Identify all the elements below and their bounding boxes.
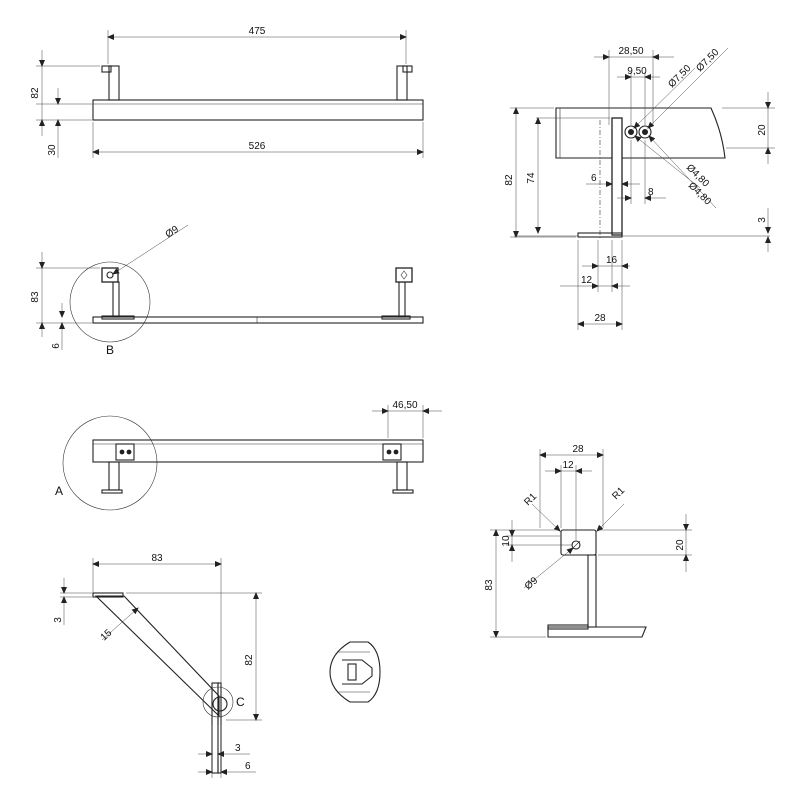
dim-6-section: 6 xyxy=(591,173,597,184)
dim-6-side: 6 xyxy=(245,761,251,772)
dim-16: 16 xyxy=(606,255,618,266)
detail-label-a: A xyxy=(55,484,63,498)
dim-83-front: 83 xyxy=(30,291,41,303)
dim-30: 30 xyxy=(47,144,58,156)
dim-15: 15 xyxy=(99,627,115,643)
dim-8-section: 8 xyxy=(648,187,654,198)
dim-d750-a: Ø7,50 xyxy=(666,63,693,90)
view-top: 475 526 82 30 xyxy=(30,26,424,158)
dim-d750-b: Ø7,50 xyxy=(694,47,721,74)
detail-label-b: B xyxy=(106,343,114,357)
dim-12-bracket: 12 xyxy=(562,460,574,471)
dim-950: 9,50 xyxy=(627,66,647,77)
dim-hole-9-bracket: Ø9 xyxy=(523,575,541,592)
dim-475: 475 xyxy=(249,26,266,37)
front-tab-right xyxy=(395,267,413,283)
detail-c-enlarged xyxy=(329,641,381,703)
dim-83-side: 83 xyxy=(151,553,163,564)
front-tab-left xyxy=(101,267,119,283)
dim-2850: 28,50 xyxy=(618,46,643,57)
detail-circle-c xyxy=(202,686,234,718)
dim-526: 526 xyxy=(249,141,266,152)
dim-hole-9: Ø9 xyxy=(164,224,182,241)
dim-6-front: 6 xyxy=(51,343,62,349)
dim-20-bracket: 20 xyxy=(675,539,686,551)
dim-10-bracket: 10 xyxy=(501,535,512,547)
dim-82-top: 82 xyxy=(30,87,41,99)
dim-r1-right: R1 xyxy=(610,485,627,502)
dim-r1-left: R1 xyxy=(522,491,539,508)
dim-82-side: 82 xyxy=(244,654,255,666)
dim-3-side-left: 3 xyxy=(53,617,64,623)
mount-post-right xyxy=(396,65,408,101)
detail-circle-b xyxy=(69,261,151,343)
dim-20-section: 20 xyxy=(757,124,768,136)
view-bracket: 28 12 R1 R1 10 20 83 Ø9 xyxy=(484,444,692,638)
detail-label-c: C xyxy=(236,695,245,709)
plan-bar xyxy=(92,439,424,463)
dim-28-section: 28 xyxy=(594,313,606,324)
dim-12-section: 12 xyxy=(581,275,593,286)
detail-circle-a xyxy=(62,415,158,511)
front-bar xyxy=(92,316,424,324)
dim-82-section: 82 xyxy=(504,174,515,186)
bracket-plate xyxy=(560,529,597,556)
side-diagonal-arm xyxy=(94,595,220,718)
dim-3-side-bottom: 3 xyxy=(235,743,241,754)
dim-28-bracket: 28 xyxy=(572,444,584,455)
dim-4650: 46,50 xyxy=(392,400,417,411)
mount-post-left xyxy=(108,65,120,101)
dim-3-section: 3 xyxy=(757,217,768,223)
shelf-bar xyxy=(92,99,424,121)
section-bar-profile xyxy=(555,107,726,159)
view-plan: A 46,50 xyxy=(55,400,442,511)
dim-74: 74 xyxy=(526,172,537,184)
view-section: 28,50 9,50 Ø7,50 Ø7,50 Ø4,80 Ø4,80 82 74… xyxy=(504,46,775,330)
bracket-foot xyxy=(547,626,647,638)
dim-83-bracket: 83 xyxy=(484,579,495,591)
view-side: C 83 82 3 15 3 6 xyxy=(53,553,262,778)
view-front: B Ø9 83 6 xyxy=(30,224,424,357)
